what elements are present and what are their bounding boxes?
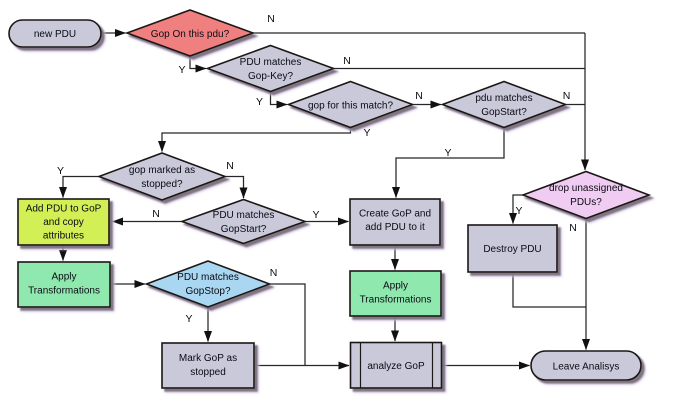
svg-text:Y: Y: [312, 209, 319, 221]
svg-text:N: N: [563, 90, 571, 102]
svg-text:PDU matches: PDU matches: [213, 210, 275, 221]
svg-text:N: N: [569, 222, 577, 234]
svg-text:pdu matches: pdu matches: [475, 93, 532, 104]
svg-text:N: N: [152, 208, 160, 220]
svg-text:stopped?: stopped?: [141, 179, 183, 190]
svg-text:drop unassigned: drop unassigned: [549, 183, 623, 194]
svg-text:PDUs?: PDUs?: [570, 197, 602, 208]
svg-text:Create GoP and: Create GoP and: [359, 209, 431, 220]
svg-text:Apply: Apply: [383, 281, 408, 292]
svg-text:GopStart?: GopStart?: [481, 107, 527, 118]
svg-text:Y: Y: [178, 64, 185, 76]
svg-text:Destroy PDU: Destroy PDU: [483, 244, 541, 255]
svg-text:Transformations: Transformations: [28, 286, 100, 297]
svg-text:Add PDU to GoP: Add PDU to GoP: [26, 204, 102, 215]
svg-text:PDU matches: PDU matches: [240, 57, 302, 68]
svg-text:Y: Y: [363, 127, 370, 139]
svg-text:Gop-Key?: Gop-Key?: [248, 71, 293, 82]
svg-text:analyze GoP: analyze GoP: [367, 361, 425, 372]
svg-text:PDU matches: PDU matches: [177, 272, 239, 283]
svg-text:GopStop?: GopStop?: [185, 286, 230, 297]
svg-text:Gop On this pdu?: Gop On this pdu?: [151, 29, 230, 40]
svg-text:Y: Y: [515, 205, 522, 217]
svg-text:and copy: and copy: [43, 217, 84, 228]
svg-text:gop for this match?: gop for this match?: [308, 101, 393, 112]
svg-text:Y: Y: [256, 96, 263, 108]
svg-text:Y: Y: [57, 165, 64, 177]
svg-text:attributes: attributes: [43, 231, 84, 242]
svg-text:N: N: [270, 267, 278, 279]
svg-text:add PDU to it: add PDU to it: [365, 222, 425, 233]
svg-text:Mark GoP as: Mark GoP as: [179, 353, 237, 364]
svg-text:N: N: [267, 13, 275, 25]
svg-text:gop marked as: gop marked as: [129, 165, 195, 176]
svg-text:N: N: [415, 90, 423, 102]
svg-text:Leave Analisys: Leave Analisys: [553, 362, 620, 373]
svg-text:Y: Y: [444, 147, 451, 159]
svg-text:N: N: [343, 55, 351, 67]
svg-text:N: N: [226, 160, 234, 172]
svg-text:new PDU: new PDU: [34, 29, 76, 40]
svg-text:Y: Y: [185, 313, 192, 325]
svg-text:Transformations: Transformations: [360, 295, 432, 306]
svg-text:Apply: Apply: [51, 272, 76, 283]
svg-text:GopStart?: GopStart?: [221, 224, 267, 235]
svg-text:stopped: stopped: [190, 367, 226, 378]
